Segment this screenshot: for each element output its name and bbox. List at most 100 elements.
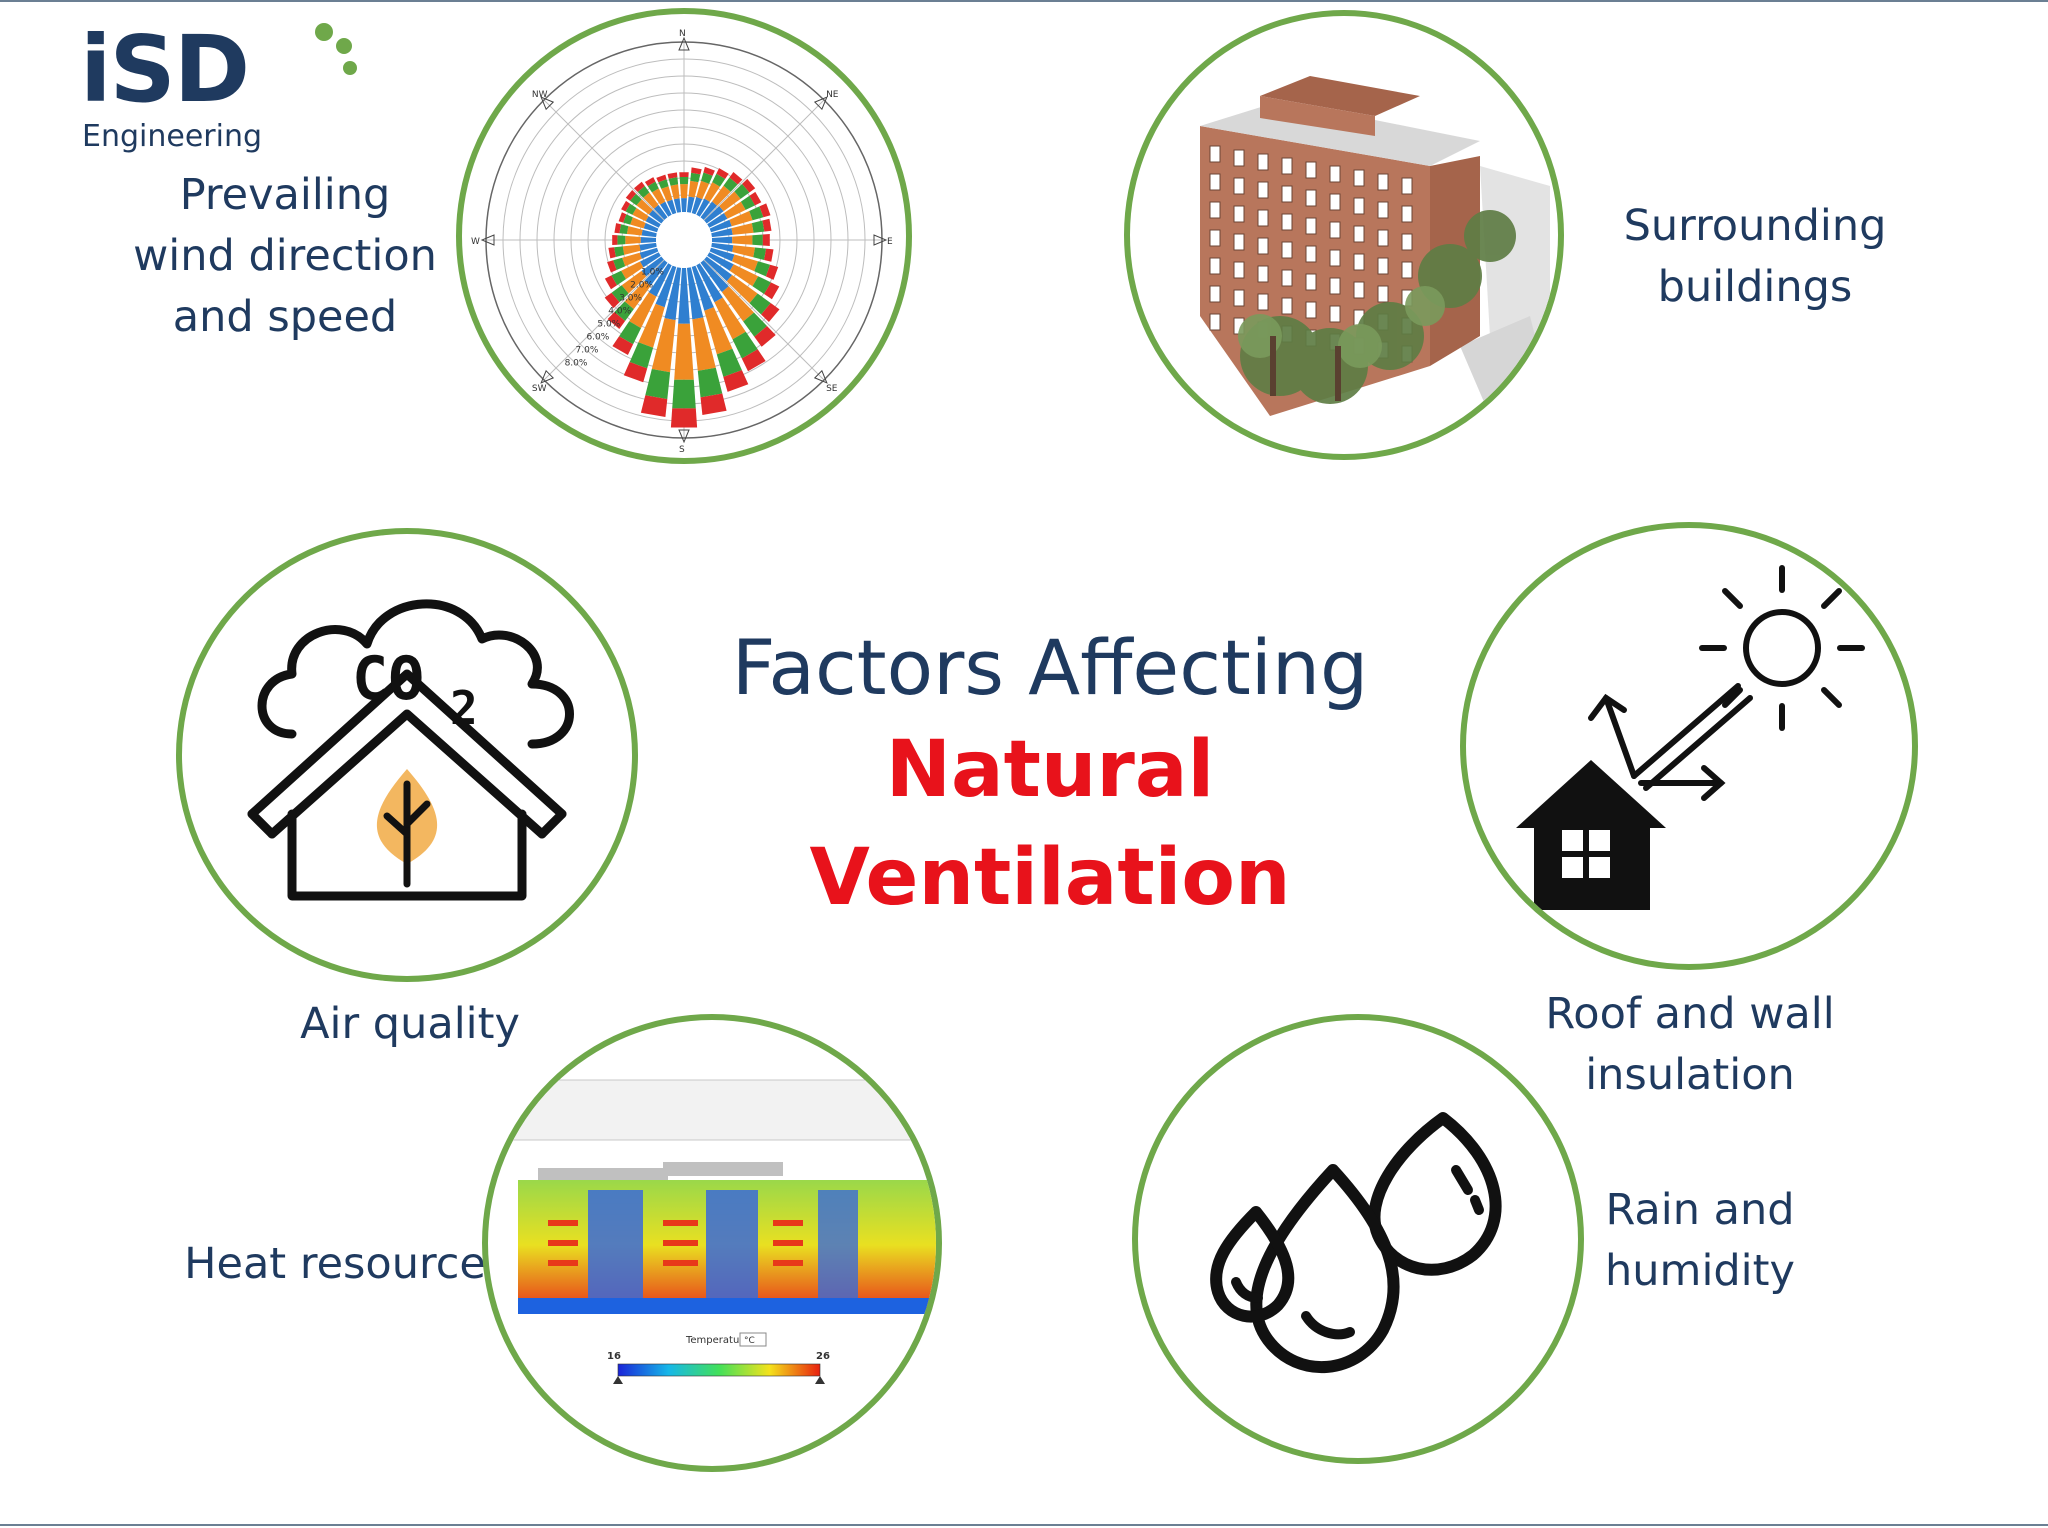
rose-ring-label: 6.0% <box>586 333 609 343</box>
rose-bar-segment <box>734 183 750 199</box>
title-line1: Factors Affecting <box>731 623 1369 712</box>
rose-bar-segment <box>696 263 723 303</box>
building-window <box>1257 265 1269 283</box>
rose-direction-label: N <box>679 29 686 39</box>
title-line3: Ventilation <box>809 833 1291 923</box>
rose-axis <box>543 239 685 381</box>
building-window <box>1257 237 1269 255</box>
cfd-legend-title: Temperature <box>685 1335 749 1346</box>
building-window <box>1329 193 1341 211</box>
rose-bar-segment <box>749 191 762 206</box>
rose-bar-segment <box>741 349 766 372</box>
rose-bar-segment <box>630 217 646 229</box>
rose-bar-segment <box>707 213 728 228</box>
rose-bar-segment <box>724 201 746 219</box>
building-window <box>1209 229 1221 247</box>
building-window <box>1353 225 1365 243</box>
rose-bar-segment <box>644 260 668 286</box>
rose-ring-label: 1.0% <box>641 267 664 277</box>
building-window <box>1305 245 1317 263</box>
rose-bar-segment <box>704 206 724 224</box>
building-window <box>1257 181 1269 199</box>
rose-bar-segment <box>752 234 763 246</box>
building-window <box>1209 201 1221 219</box>
rose-bar-segment <box>623 362 648 383</box>
rose-bar-segment <box>658 179 669 189</box>
building-window <box>1281 213 1293 231</box>
rose-bar-segment <box>679 177 689 185</box>
rose-bar-segment <box>645 369 671 400</box>
sun-house-icon <box>1516 565 1865 910</box>
rose-arrow-icon <box>813 96 828 111</box>
rose-arrow-icon <box>480 234 495 246</box>
rose-bar-segment <box>704 182 720 202</box>
rose-direction-label: E <box>887 237 893 247</box>
label-heat: Heat resource <box>184 1239 486 1289</box>
buildings-circle <box>1124 10 1564 460</box>
rose-bar-segment <box>709 247 735 262</box>
rose-arrow-icon <box>678 36 690 51</box>
building-window <box>1329 249 1341 267</box>
building-window <box>1377 229 1389 247</box>
rose-direction-label: NW <box>532 90 548 100</box>
rose-bar-segment <box>645 216 661 228</box>
rose-bar-segment <box>751 220 765 233</box>
rose-bar-segment <box>752 276 771 294</box>
rose-bar-segment <box>703 166 715 176</box>
rose-bar-segment <box>612 235 618 245</box>
rose-bar-segment <box>764 248 774 262</box>
rose-bar-segment <box>625 190 636 201</box>
rose-bar-segment <box>686 267 704 320</box>
rose-axis <box>543 99 685 241</box>
building-window <box>1329 221 1341 239</box>
rose-bar-segment <box>667 172 678 179</box>
rose-bar-segment <box>655 265 677 308</box>
rose-bar-segment <box>643 222 659 233</box>
building-window <box>1209 285 1221 303</box>
rose-bar-segment <box>632 207 649 222</box>
rose-bar-segment <box>704 256 733 282</box>
rose-arrow-icon <box>540 369 555 384</box>
water-drops-icon <box>1210 1112 1502 1374</box>
building-window <box>1233 149 1245 167</box>
rose-bar-segment <box>754 261 771 277</box>
air-quality-circle: CO 2 <box>176 528 638 982</box>
rose-bar-segment <box>607 312 626 329</box>
rose-bar-segment <box>666 199 677 215</box>
rose-bar-segment <box>700 201 718 220</box>
building-illustration <box>1200 76 1550 416</box>
heat-resource-circle: Temperature °C 16 26 <box>482 1014 942 1472</box>
rose-ring-label: 4.0% <box>608 307 631 317</box>
logo-main: iSD <box>80 16 250 123</box>
rose-bar-segment <box>634 181 645 192</box>
rose-bar-segment <box>740 195 755 210</box>
rose-bar-segment <box>641 229 657 238</box>
rose-bar-segment <box>688 180 699 198</box>
rose-bar-segment <box>625 235 641 245</box>
rose-arrow-icon <box>540 96 555 111</box>
label-buildings: Surrounding buildings <box>1623 201 1887 312</box>
building-window <box>1233 177 1245 195</box>
rose-bar-segment <box>743 312 767 337</box>
rose-bar-segment <box>637 186 650 198</box>
rose-bar-segment <box>629 292 657 329</box>
rose-ring-label: 2.0% <box>630 280 653 290</box>
rose-bar-segment <box>729 172 743 185</box>
rain-circle <box>1132 1014 1584 1464</box>
building-window <box>1209 145 1221 163</box>
building-window <box>1209 257 1221 275</box>
building-window <box>1281 241 1293 259</box>
rose-bar-segment <box>651 188 666 205</box>
label-wind: Prevailing wind direction and speed <box>133 170 437 342</box>
rose-bar-segment <box>648 209 664 224</box>
building-window <box>1401 205 1413 223</box>
rose-bar-segment <box>636 199 653 215</box>
rose-bar-segment <box>612 336 634 355</box>
rose-bar-segment <box>670 408 698 428</box>
rose-direction-label: S <box>679 445 685 455</box>
building-window <box>1329 165 1341 183</box>
rose-bar-segment <box>651 318 676 373</box>
building-window <box>1209 173 1221 191</box>
rose-bar-segment <box>604 292 620 309</box>
rose-ring-label: 7.0% <box>576 346 599 356</box>
